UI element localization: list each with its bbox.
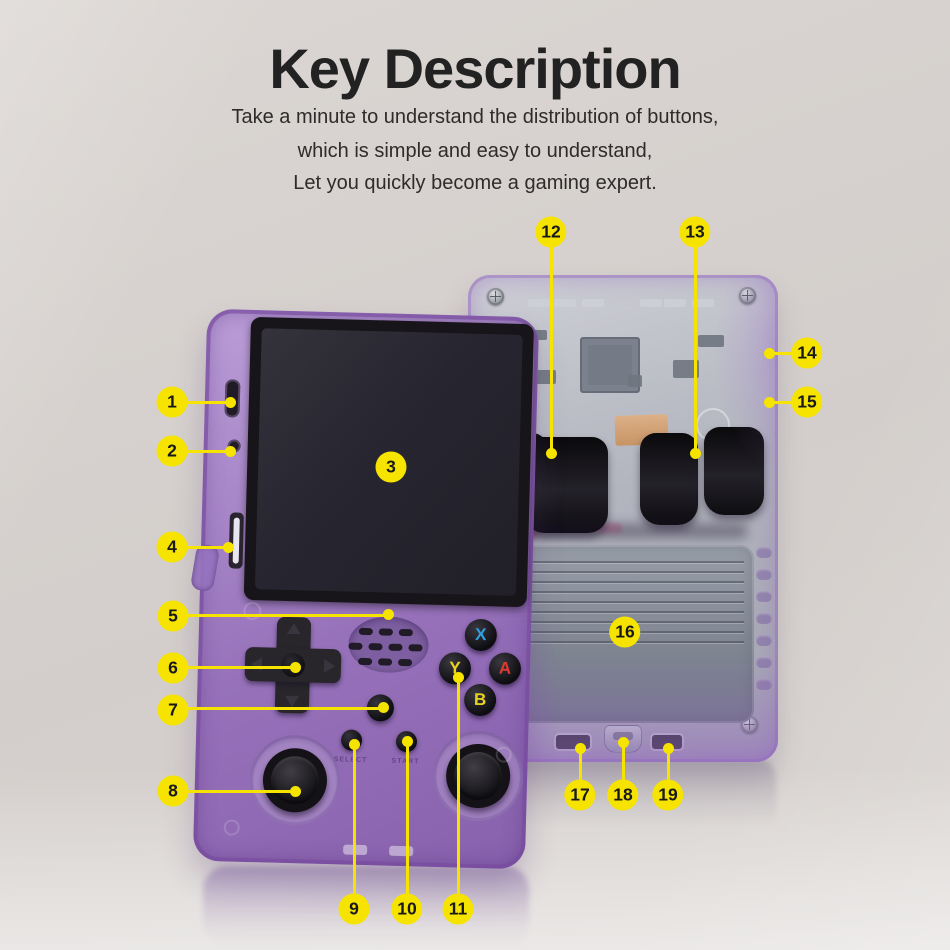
callout-12-target-dot — [545, 447, 557, 459]
callout-1-line — [172, 400, 230, 404]
pcb-component — [673, 360, 699, 378]
callout-4-line — [172, 545, 228, 549]
callout-14-badge: 14 — [791, 337, 823, 369]
callout-8-badge: 8 — [157, 775, 189, 807]
grip-rib — [756, 613, 772, 624]
callout-17-target-dot — [574, 742, 586, 754]
callout-13-line — [693, 232, 697, 453]
callout-4-badge: 4 — [156, 531, 188, 563]
pcb-component — [628, 375, 642, 387]
screw-top-right — [739, 287, 756, 304]
grip-rib — [756, 569, 772, 580]
callout-1-badge: 1 — [156, 386, 188, 418]
callout-18-target-dot — [617, 736, 629, 748]
callout-17-badge: 17 — [564, 779, 596, 811]
callout-5-badge: 5 — [157, 600, 189, 632]
callout-10-target-dot — [401, 735, 413, 747]
shoulder-button-l1 — [524, 437, 608, 533]
ridge-line — [508, 591, 744, 593]
callout-18-line — [621, 742, 625, 795]
pcb-pad — [554, 299, 576, 307]
callout-10-line — [405, 741, 409, 909]
callout-2-line — [172, 449, 230, 453]
callout-6-line — [173, 666, 295, 669]
callout-4-target-dot — [222, 541, 234, 553]
grip-rib — [756, 679, 772, 690]
callout-6-target-dot — [289, 661, 301, 673]
callout-7-badge: 7 — [157, 694, 189, 726]
pcb-pad — [640, 299, 662, 307]
grip-rib — [756, 547, 772, 558]
ridge-line — [508, 581, 744, 583]
grip-rib — [756, 657, 772, 668]
callout-9-line — [352, 744, 356, 909]
ridge-line — [508, 561, 744, 563]
callout-3-badge: 3 — [375, 451, 407, 483]
callout-19-target-dot — [662, 742, 674, 754]
callout-15-target-dot — [763, 396, 775, 408]
callout-14-line — [769, 351, 807, 355]
callout-7-target-dot — [377, 701, 389, 713]
pcb-pad — [692, 299, 714, 307]
callout-1-target-dot — [224, 396, 236, 408]
ridge-line — [508, 611, 744, 613]
headphone-port — [652, 735, 682, 749]
callout-6-badge: 6 — [157, 652, 189, 684]
wire-hint — [598, 523, 622, 533]
pcb-pad — [582, 299, 604, 307]
callout-5-target-dot — [382, 608, 394, 620]
callout-11-line — [456, 677, 460, 909]
callout-15-line — [769, 400, 807, 404]
pcb-component — [698, 335, 724, 347]
callout-17-line — [578, 748, 582, 795]
callout-15-badge: 15 — [791, 386, 823, 418]
pcb-pad — [664, 299, 686, 307]
callout-12-badge: 12 — [535, 216, 567, 248]
callout-11-badge: 11 — [442, 893, 474, 925]
callout-19-line — [666, 748, 670, 795]
callout-9-badge: 9 — [338, 893, 370, 925]
callout-18-badge: 18 — [607, 779, 639, 811]
page-title: Key Description — [269, 37, 681, 100]
shoulder-row-shadow — [498, 523, 748, 539]
callout-5-line — [173, 613, 388, 617]
callout-10-badge: 10 — [391, 893, 423, 925]
callout-9-target-dot — [348, 738, 360, 750]
callout-16-badge: 16 — [609, 616, 641, 648]
ridge-line — [508, 571, 744, 573]
ridge-line — [508, 601, 744, 603]
grip-rib — [756, 591, 772, 602]
callout-13-target-dot — [689, 447, 701, 459]
subtitle-line-3: Let you quickly become a gaming expert. — [293, 172, 657, 194]
pcb-pad — [528, 299, 550, 307]
shoulder-button-r1 — [640, 433, 698, 525]
subtitle-line-1: Take a minute to understand the distribu… — [231, 106, 719, 128]
screw-top-left — [487, 288, 504, 305]
callout-11-target-dot — [452, 671, 464, 683]
callout-13-badge: 13 — [679, 216, 711, 248]
callout-12-line — [549, 232, 553, 453]
subtitle-line-2: which is simple and easy to understand, — [297, 140, 653, 162]
grip-rib — [756, 635, 772, 646]
shoulder-button-r2 — [704, 427, 764, 515]
callout-14-target-dot — [763, 347, 775, 359]
callout-2-target-dot — [224, 445, 236, 457]
callout-7-line — [173, 707, 383, 710]
callout-19-badge: 19 — [652, 779, 684, 811]
callout-2-badge: 2 — [156, 435, 188, 467]
callout-8-target-dot — [289, 785, 301, 797]
callout-8-line — [173, 789, 295, 793]
